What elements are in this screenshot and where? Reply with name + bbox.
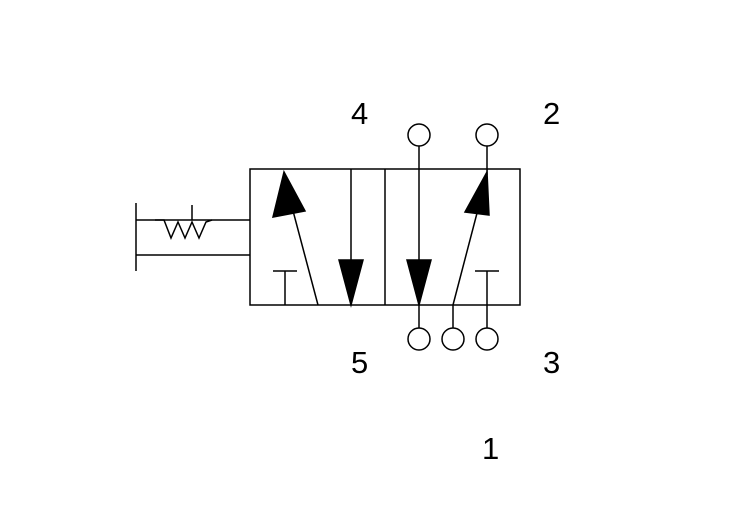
arrow-icon bbox=[338, 259, 364, 308]
port-label-4: 4 bbox=[351, 96, 368, 131]
arrow-icon bbox=[271, 169, 307, 218]
tee-block-icon bbox=[475, 270, 499, 305]
port-label-5: 5 bbox=[351, 345, 368, 380]
port-label-3: 3 bbox=[543, 345, 560, 380]
tee-block-icon bbox=[273, 270, 297, 305]
circle-port-icon bbox=[407, 123, 431, 147]
port-label-2: 2 bbox=[543, 96, 560, 131]
arrow-icon bbox=[406, 259, 432, 308]
spring-return-icon bbox=[135, 203, 250, 271]
valve-body bbox=[249, 168, 521, 306]
port-connections bbox=[407, 123, 499, 351]
circle-port-icon bbox=[407, 327, 431, 351]
port-label-1: 1 bbox=[482, 431, 499, 466]
arrow-icon bbox=[463, 169, 490, 216]
right-envelope bbox=[406, 146, 499, 308]
circle-port-icon bbox=[475, 123, 499, 147]
left-envelope bbox=[271, 169, 364, 308]
circle-port-icon bbox=[475, 327, 499, 351]
circle-port-icon bbox=[441, 327, 465, 351]
